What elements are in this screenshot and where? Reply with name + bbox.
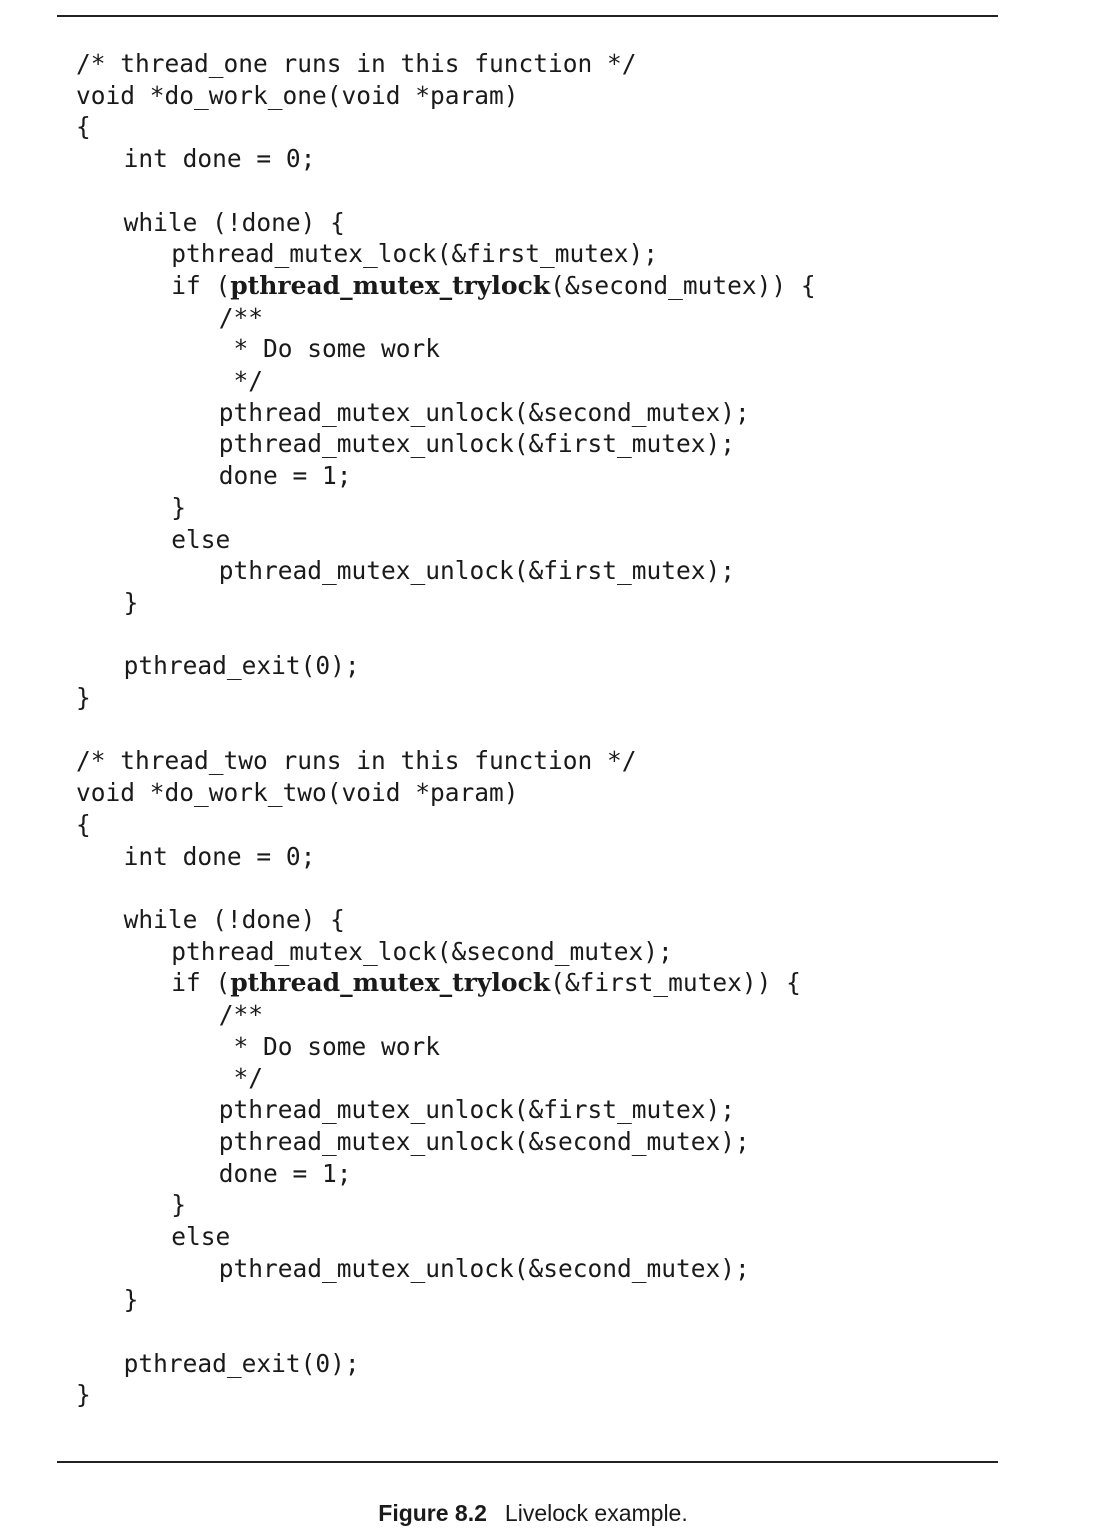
code-line: if (pthread_mutex_trylock(&first_mutex))… — [171, 967, 801, 999]
code-line: } — [123, 587, 139, 617]
code-line: int done = 0; — [123, 144, 316, 174]
code-line: } — [76, 683, 91, 712]
figure-number: Figure 8.2 — [378, 1500, 487, 1526]
code-line: if (pthread_mutex_trylock(&second_mutex)… — [171, 270, 815, 302]
code-line: } — [76, 1380, 91, 1410]
top-rule — [57, 15, 998, 17]
code-function-bold: pthread_mutex_trylock — [230, 270, 551, 300]
code-line: pthread_mutex_unlock(&first_mutex); — [218, 1095, 736, 1125]
code-line: done = 1; — [218, 1158, 352, 1188]
code-line: pthread_exit(0); — [123, 1348, 360, 1378]
code-line: pthread_mutex_lock(&first_mutex); — [171, 239, 658, 269]
code-line: /* thread_one runs in this function */ — [76, 49, 637, 78]
code-line: pthread_mutex_unlock(&first_mutex); — [218, 556, 736, 586]
figure-caption-text: Livelock example. — [504, 1500, 688, 1526]
code-function-bold: pthread_mutex_trylock — [230, 968, 551, 998]
code-line: /* thread_two runs in this function */ — [76, 746, 637, 776]
bottom-rule — [57, 1461, 998, 1463]
code-line: pthread_mutex_unlock(&second_mutex); — [218, 1126, 750, 1156]
code-line: /** — [218, 1000, 264, 1029]
code-line: while (!done) { — [123, 207, 345, 237]
code-line: } — [171, 1190, 186, 1220]
code-line: else — [171, 524, 231, 554]
code-line: pthread_mutex_unlock(&first_mutex); — [218, 429, 736, 459]
code-line: { — [76, 112, 91, 142]
code-line: pthread_mutex_unlock(&second_mutex); — [218, 397, 750, 427]
code-line: done = 1; — [218, 461, 352, 491]
code-line: { — [76, 809, 91, 839]
code-line: int done = 0; — [123, 841, 316, 871]
code-line: pthread_exit(0); — [123, 651, 360, 681]
figure-caption: Figure 8.2 Livelock example. — [0, 1500, 1066, 1527]
code-text: (&second_mutex)) { — [550, 270, 816, 300]
code-line: pthread_mutex_lock(&second_mutex); — [171, 936, 673, 966]
code-text: (&first_mutex)) { — [550, 968, 801, 998]
code-line: /** — [218, 302, 264, 332]
code-text: if ( — [171, 270, 231, 300]
code-text: if ( — [171, 968, 231, 998]
code-line: */ — [218, 366, 264, 395]
code-line: * Do some work — [218, 334, 441, 364]
code-line: * Do some work — [218, 1031, 441, 1061]
code-line: void *do_work_two(void *param) — [76, 778, 519, 808]
code-line: } — [123, 1285, 139, 1315]
code-line: void *do_work_one(void *param) — [76, 80, 519, 110]
code-line: while (!done) { — [123, 904, 345, 934]
code-line: */ — [218, 1063, 264, 1093]
code-line: } — [171, 492, 186, 522]
code-line: else — [171, 1221, 231, 1251]
code-line: pthread_mutex_unlock(&second_mutex); — [218, 1253, 750, 1283]
